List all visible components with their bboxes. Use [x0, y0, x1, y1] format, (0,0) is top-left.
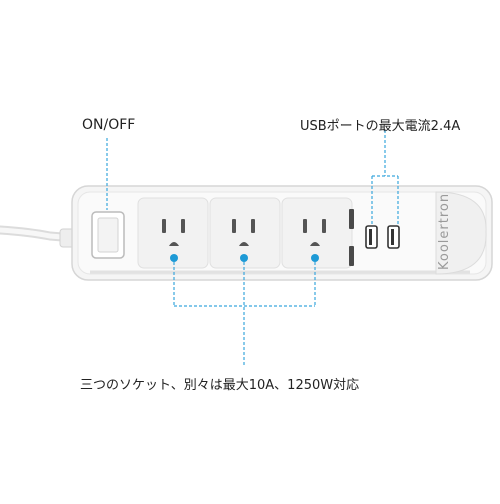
- outlet-1: [137, 197, 209, 269]
- indicator-slots: [349, 209, 354, 266]
- onoff-label: ON/OFF: [82, 117, 136, 133]
- callout-usb: [371, 130, 399, 224]
- outlet-2: [209, 197, 281, 269]
- power-cord: [0, 225, 80, 248]
- usb-port-label: USBポートの最大電流2.4A: [300, 119, 461, 134]
- power-switch: [91, 211, 125, 259]
- outlet-3: [281, 197, 353, 269]
- brand-logo: Koolertron: [437, 193, 452, 270]
- callout-sockets: [170, 254, 319, 366]
- usb-port-2: [387, 225, 400, 249]
- usb-port-1: [365, 225, 378, 249]
- sockets-label: 三つのソケット、別々は最大10A、1250W対応: [80, 378, 360, 393]
